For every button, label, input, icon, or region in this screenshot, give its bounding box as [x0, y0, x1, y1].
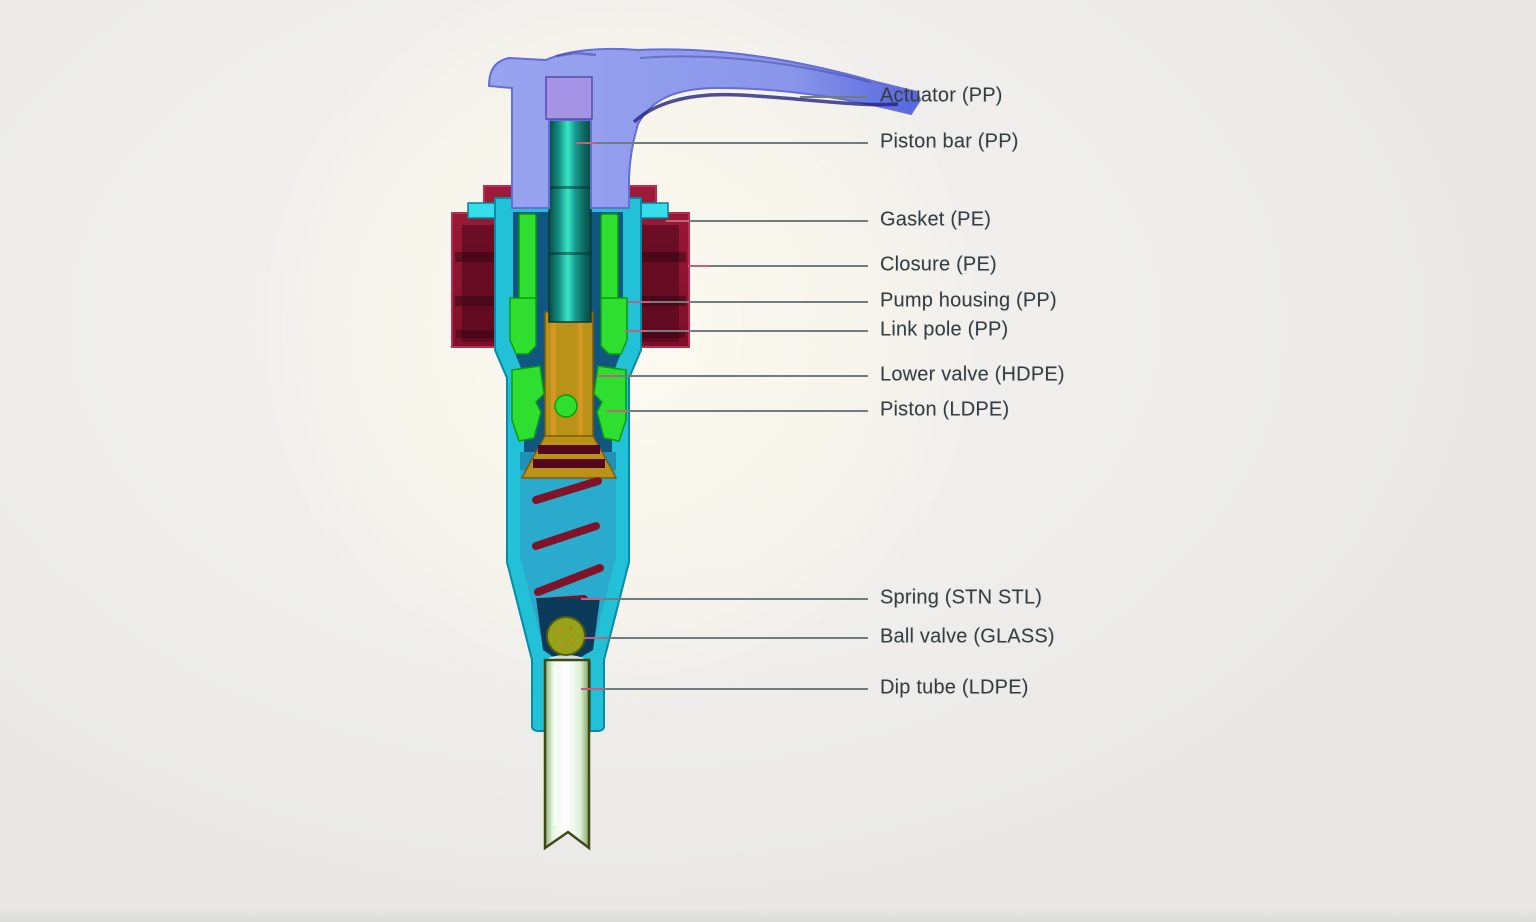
leader-line-ball-valve	[606, 637, 868, 639]
actuator-socket	[545, 76, 593, 120]
spout-channel-line	[632, 92, 899, 124]
leader-tip-piston-bar	[576, 142, 598, 144]
leader-line-pump-housing	[650, 301, 868, 303]
leader-tip-pump-housing	[628, 301, 650, 303]
leader-tip-lower-valve	[597, 375, 619, 377]
piston-ball-detail	[554, 394, 578, 418]
link-pole-part	[520, 311, 618, 479]
leader-tip-piston	[607, 410, 629, 412]
leader-line-link-pole	[647, 330, 868, 332]
leader-line-gasket	[688, 220, 868, 222]
leader-line-actuator	[800, 96, 868, 98]
dip-tube-part	[543, 658, 591, 851]
leader-tip-ball-valve	[584, 637, 606, 639]
leader-line-spring	[603, 598, 868, 600]
leader-line-piston-bar	[598, 142, 868, 144]
leader-line-closure	[710, 265, 868, 267]
part-label-piston: Piston (LDPE)	[880, 398, 1010, 421]
part-label-piston-bar: Piston bar (PP)	[880, 130, 1019, 153]
part-label-actuator: Actuator (PP)	[880, 84, 1003, 107]
part-label-lower-valve: Lower valve (HDPE)	[880, 363, 1065, 386]
part-label-ball-valve: Ball valve (GLASS)	[880, 625, 1055, 648]
part-label-gasket: Gasket (PE)	[880, 208, 992, 231]
leader-tip-gasket	[666, 220, 688, 222]
leader-tip-link-pole	[625, 330, 647, 332]
piston-bar-part	[548, 111, 592, 323]
leader-line-piston	[629, 410, 868, 412]
part-label-link-pole: Link pole (PP)	[880, 318, 1009, 341]
actuator-part	[487, 47, 922, 209]
part-label-closure: Closure (PE)	[880, 253, 997, 276]
part-label-dip-tube: Dip tube (LDPE)	[880, 676, 1029, 699]
leader-tip-spring	[581, 598, 603, 600]
leader-tip-closure	[688, 265, 710, 267]
leader-line-lower-valve	[619, 375, 868, 377]
lower-valve-and-piston-parts	[509, 213, 628, 442]
leader-tip-dip-tube	[581, 688, 603, 690]
part-label-pump-housing: Pump housing (PP)	[880, 289, 1057, 312]
part-label-spring: Spring (STN STL)	[880, 586, 1043, 609]
leader-line-dip-tube	[603, 688, 868, 690]
